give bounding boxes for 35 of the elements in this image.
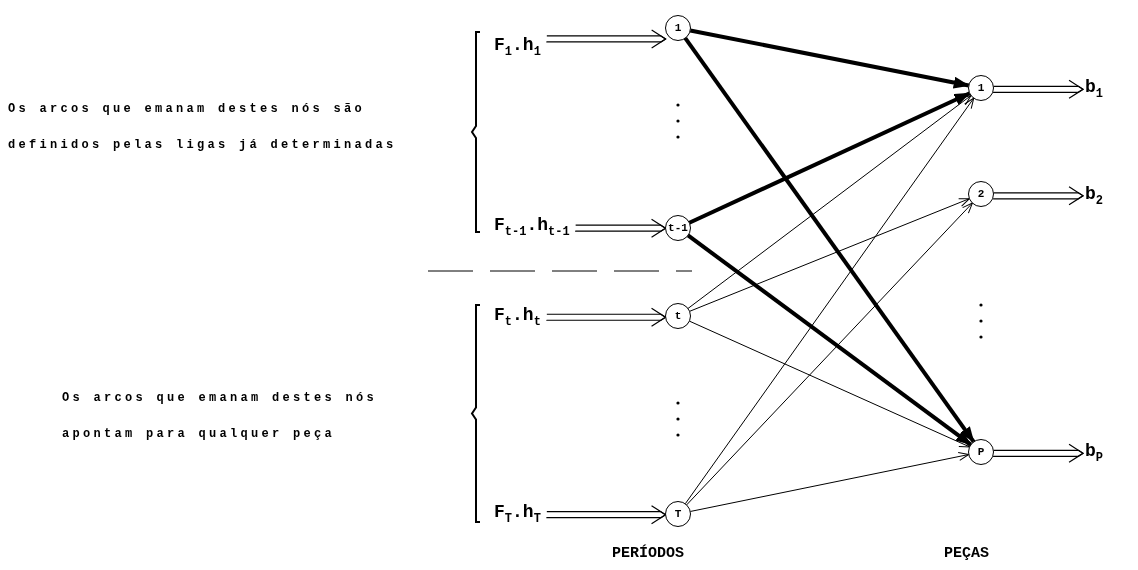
arrow <box>683 37 976 443</box>
formula-label: F$_{1}$.h$_{1}$ <box>494 34 541 63</box>
note-text: Os arcos que emanam destes nós apontam para qualquer peça <box>62 390 379 443</box>
node-circle: P <box>968 439 994 465</box>
arrow <box>689 198 970 312</box>
arrow <box>686 233 973 447</box>
node-circle: t <box>665 303 691 329</box>
arrow <box>688 320 971 448</box>
node-circle: T <box>665 501 691 527</box>
node-circle: t-1 <box>665 215 691 241</box>
double-arrow <box>546 29 667 49</box>
double-arrow <box>992 186 1084 206</box>
formula-label: F$_{t-1}$.h$_{t-1}$ <box>494 214 570 243</box>
axis-label: PERÍODOS <box>612 545 684 562</box>
formula-label: b$_{2}$ <box>1085 183 1103 212</box>
formula-label: F$_{T}$.h$_{T}$ <box>494 501 541 530</box>
arrow <box>684 97 975 505</box>
node-circle: 1 <box>968 75 994 101</box>
double-arrow <box>546 307 667 327</box>
node-circle: 2 <box>968 181 994 207</box>
double-arrow <box>992 79 1084 99</box>
formula-label: b$_{P}$ <box>1085 440 1103 469</box>
formula-label: b$_{1}$ <box>1085 76 1103 105</box>
arrow <box>689 452 970 512</box>
formula-label: F$_{t}$.h$_{t}$ <box>494 304 541 333</box>
arrow <box>687 95 972 309</box>
double-arrow <box>546 505 667 525</box>
arrow <box>686 202 973 506</box>
node-circle: 1 <box>665 15 691 41</box>
arrow <box>688 91 971 225</box>
double-arrow <box>575 218 667 238</box>
double-arrow <box>992 443 1084 463</box>
axis-label: PEÇAS <box>944 545 989 562</box>
note-text: Os arcos que emanam destes nós são definidos pelas ligas já determinadas <box>8 101 398 154</box>
arrow <box>689 28 970 89</box>
